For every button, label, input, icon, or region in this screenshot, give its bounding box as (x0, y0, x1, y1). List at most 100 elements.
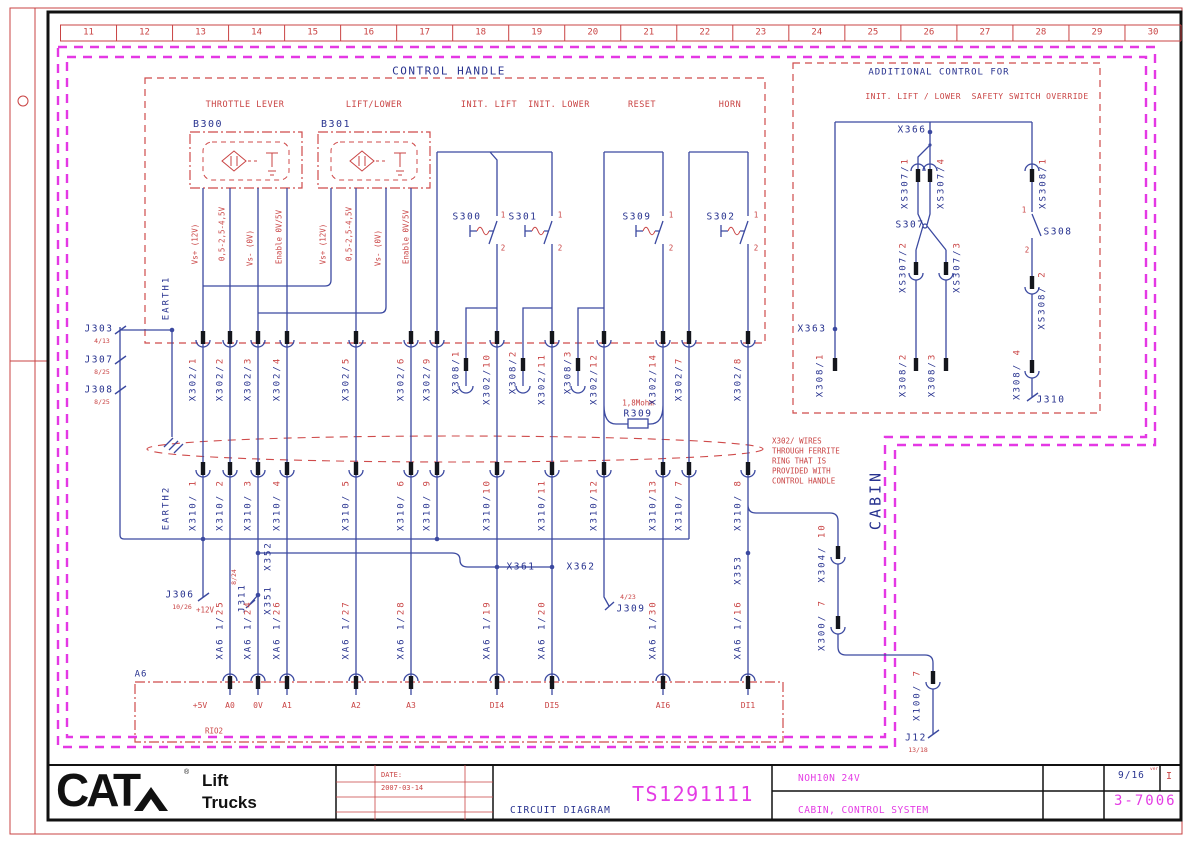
x308-stub-row-label-2: X308/2 (508, 349, 519, 395)
ruler-number-11: 11 (83, 27, 94, 38)
j306-label: J306 (165, 589, 195, 601)
x302-row-label-12: X302/12 (589, 353, 600, 405)
control-handle-box (144, 77, 766, 344)
fn-init-lift: INIT. LIFT (460, 99, 518, 110)
b300-pin-vsp: Vs+ (12V) (190, 223, 200, 265)
x302-row-label-9: X302/9 (422, 356, 433, 402)
titleblock-date-grid (336, 765, 493, 820)
xs307-3-label: XS307/3 (952, 241, 963, 293)
off-page-arrows (114, 325, 1039, 739)
ruler-number-15: 15 (307, 27, 319, 38)
ferrite-note-5: CONTROL HANDLE (772, 476, 836, 486)
s300-pin1: 1 (500, 210, 506, 220)
additional-control-box (792, 62, 1101, 414)
x310-row-label-4: X310/ 4 (272, 479, 283, 531)
a6-port-a2: A2 (351, 701, 361, 710)
s300-pin2: 2 (500, 243, 506, 253)
xs307-4-label: XS307/4 (936, 157, 947, 209)
x361-label: X361 (506, 561, 536, 573)
a6-port-0v: 0V (253, 701, 263, 710)
xs308-1-label: XS308/1 (1038, 157, 1049, 209)
x308-1-add-label: X308/1 (815, 352, 826, 398)
x310-row-label-5: X310/ 5 (341, 479, 352, 531)
rev-value: I (1166, 771, 1173, 782)
s308-label: S308 (1043, 226, 1073, 238)
b300-pin-vsm: Vs- (0V) (245, 229, 255, 267)
x302-row-label-5: X302/5 (341, 356, 352, 402)
j307-label: J307 (84, 354, 114, 366)
b300-pin-sig: 0,5-2,5-4,5V (217, 206, 227, 262)
x302-row-label-8: X302/8 (733, 356, 744, 402)
s302-label: S302 (706, 211, 736, 223)
a6-port-di1: DI1 (740, 701, 756, 710)
ruler-number-20: 20 (587, 27, 599, 38)
x302-row-label-7: X302/7 (674, 356, 685, 402)
ruler-number-30: 30 (1147, 27, 1159, 38)
logo-cat-text: CAT (56, 764, 141, 816)
ruler-number-17: 17 (419, 27, 431, 38)
x302-row-label-2: X302/2 (215, 356, 226, 402)
rev-label: ver (1150, 767, 1159, 772)
s309-label: S309 (622, 211, 652, 223)
xa6-row-label-20: XA6 1/20 (537, 600, 548, 660)
ruler-number-12: 12 (139, 27, 150, 38)
s302-pin1: 1 (753, 210, 759, 220)
xa6-row-label-19: XA6 1/19 (482, 600, 493, 660)
x310-row-label-12: X310/12 (589, 479, 600, 531)
sensor-box-b301-inner (330, 141, 418, 181)
ruler-number-26: 26 (923, 27, 935, 38)
x100-7-label: X100/ 7 (912, 669, 923, 721)
ruler-number-29: 29 (1091, 27, 1103, 38)
r309-value: 1,8Mohm (622, 398, 654, 408)
s307-pivot (922, 223, 928, 229)
switch-actuator-ticks (469, 225, 744, 237)
generated-connectors (60, 25, 1182, 690)
date-label: DATE: (381, 771, 403, 779)
sensor-box-b301 (317, 131, 431, 189)
j308-label: J308 (84, 384, 114, 396)
resistor-r309 (627, 418, 649, 429)
fn-throttle-lever: THROTTLE LEVER (205, 99, 285, 110)
wires (114, 121, 1042, 739)
xa6-row-label-16: XA6 1/16 (733, 600, 744, 660)
a6-port-di4: DI4 (489, 701, 505, 710)
s308-pin1: 1 (1021, 205, 1027, 215)
additional-title: ADDITIONAL CONTROL FOR (868, 67, 1010, 78)
x302-row-label-14: X302/14 (648, 353, 659, 405)
j309-ref: 4/23 (620, 592, 636, 601)
fn-lift-lower: LIFT/LOWER (345, 99, 403, 110)
x310-row-label-10: X310/10 (482, 479, 493, 531)
main-frame (46, 10, 1183, 822)
x310-row-label-8: X310/ 8 (733, 479, 744, 531)
xa6-row-label-26: XA6 1/26 (272, 600, 283, 660)
s301-pin2: 2 (557, 243, 563, 253)
xs308-2-label: XS308/ 2 (1037, 270, 1048, 330)
plus12v-label: +12V (195, 605, 215, 615)
x304-10-label: X304/ 10 (817, 523, 828, 583)
rio2-label: RIO2 (204, 726, 224, 736)
ruler-number-19: 19 (531, 27, 543, 38)
logo-registered-icon: ® (184, 769, 190, 776)
xs307-1-label: XS307/1 (900, 157, 911, 209)
xa6-row-label-24: XA6 1/24 (243, 600, 254, 660)
x310-row-label-7: X310/ 7 (674, 479, 685, 531)
potentiometer-icon-b301 (349, 150, 406, 176)
potentiometer-icon-b300 (221, 150, 278, 176)
a6-port-5v: +5V (192, 701, 208, 710)
b301-pin-vsp: Vs+ (12V) (318, 223, 328, 265)
earth1-label: EARTH1 (161, 275, 172, 321)
x300-7-label: X300/ 7 (817, 599, 828, 651)
x302-row-label-3: X302/3 (243, 356, 254, 402)
s301-label: S301 (508, 211, 538, 223)
a6-port-a0: A0 (225, 701, 235, 710)
cat-lift-trucks-logo: CAT ® Lift Trucks (56, 764, 296, 819)
x363-label: X363 (797, 323, 827, 335)
x310-row-label-6: X310/ 6 (396, 479, 407, 531)
cabin-label: CABIN (866, 469, 885, 531)
earth2-label: EARTH2 (161, 485, 172, 531)
drawing-number: 3-7006 (1114, 793, 1177, 809)
ferrite-note-3: RING THAT IS (772, 456, 827, 466)
x310-row-label-9: X310/ 9 (422, 479, 433, 531)
additional-sub: INIT. LIFT / LOWER SAFETY SWITCH OVERRID… (865, 92, 1089, 101)
